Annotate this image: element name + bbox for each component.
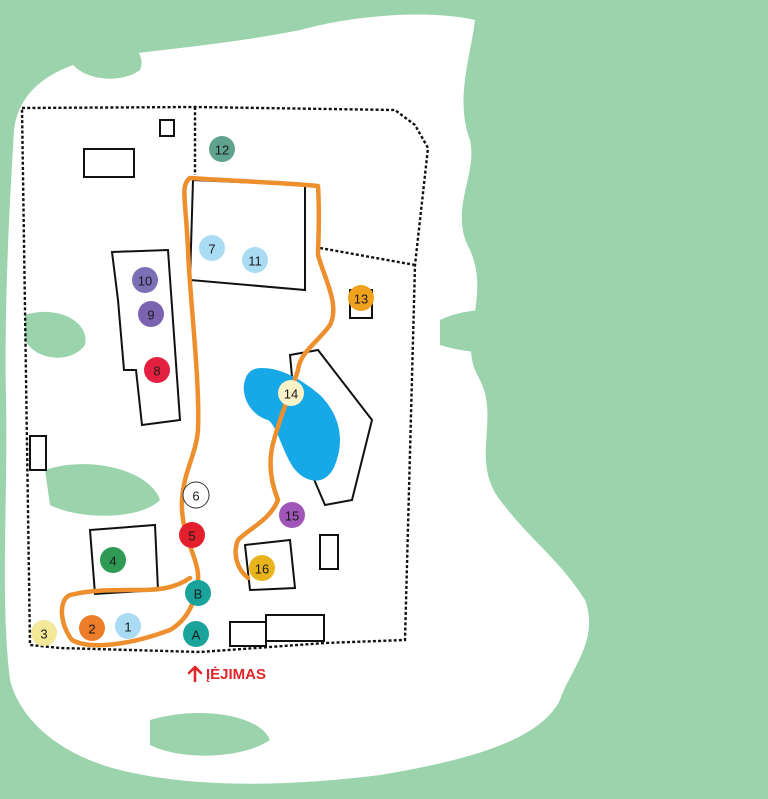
marker-1-label: 1 — [124, 620, 131, 635]
building — [159, 119, 175, 137]
marker-3[interactable]: 3 — [31, 620, 57, 646]
entrance-label[interactable]: ĮĖJIMAS — [187, 665, 266, 683]
marker-14[interactable]: 14 — [278, 380, 304, 406]
marker-16[interactable]: 16 — [249, 555, 275, 581]
marker-12-label: 12 — [215, 143, 229, 158]
marker-12[interactable]: 12 — [209, 136, 235, 162]
building — [83, 148, 135, 178]
grass-patch — [25, 311, 86, 358]
marker-2-label: 2 — [88, 622, 95, 637]
marker-7[interactable]: 7 — [199, 235, 225, 261]
building — [29, 435, 47, 471]
marker-8-label: 8 — [153, 364, 160, 379]
marker-5[interactable]: 5 — [179, 522, 205, 548]
marker-b[interactable]: B — [185, 580, 211, 606]
marker-9[interactable]: 9 — [138, 301, 164, 327]
marker-a[interactable]: A — [183, 621, 209, 647]
marker-3-label: 3 — [40, 627, 47, 642]
building — [265, 614, 325, 642]
marker-15-label: 15 — [285, 509, 299, 524]
marker-1[interactable]: 1 — [115, 613, 141, 639]
marker-11-label: 11 — [248, 254, 262, 269]
marker-15[interactable]: 15 — [279, 502, 305, 528]
marker-5-label: 5 — [188, 529, 195, 544]
perimeter-wall — [20, 105, 430, 654]
grass-patch — [70, 36, 142, 79]
entrance-text: ĮĖJIMAS — [206, 666, 266, 683]
marker-10[interactable]: 10 — [132, 267, 158, 293]
building — [319, 534, 339, 570]
grass-patch — [150, 712, 270, 756]
pond — [243, 368, 340, 481]
grass-patch — [45, 464, 160, 516]
marker-a-label: A — [192, 628, 201, 643]
grass-patch — [600, 713, 710, 761]
marker-6[interactable]: 6 — [182, 481, 210, 509]
marker-2[interactable]: 2 — [79, 615, 105, 641]
arrow-up-icon — [187, 665, 203, 683]
marker-9-label: 9 — [147, 308, 154, 323]
marker-4[interactable]: 4 — [100, 547, 126, 573]
marker-6-label: 6 — [192, 489, 199, 504]
marker-13-label: 13 — [354, 292, 368, 307]
marker-b-label: B — [194, 587, 203, 602]
building-main-hall — [188, 178, 306, 292]
marker-7-label: 7 — [208, 242, 215, 257]
marker-14-label: 14 — [284, 387, 298, 402]
building — [229, 621, 267, 647]
marker-16-label: 16 — [255, 562, 269, 577]
walking-route — [59, 175, 336, 648]
marker-13[interactable]: 13 — [348, 285, 374, 311]
grass-patch — [440, 309, 580, 354]
marker-10-label: 10 — [138, 274, 152, 289]
marker-8[interactable]: 8 — [144, 357, 170, 383]
inner-wall — [319, 246, 416, 267]
marker-11[interactable]: 11 — [242, 247, 268, 273]
marker-4-label: 4 — [109, 554, 116, 569]
